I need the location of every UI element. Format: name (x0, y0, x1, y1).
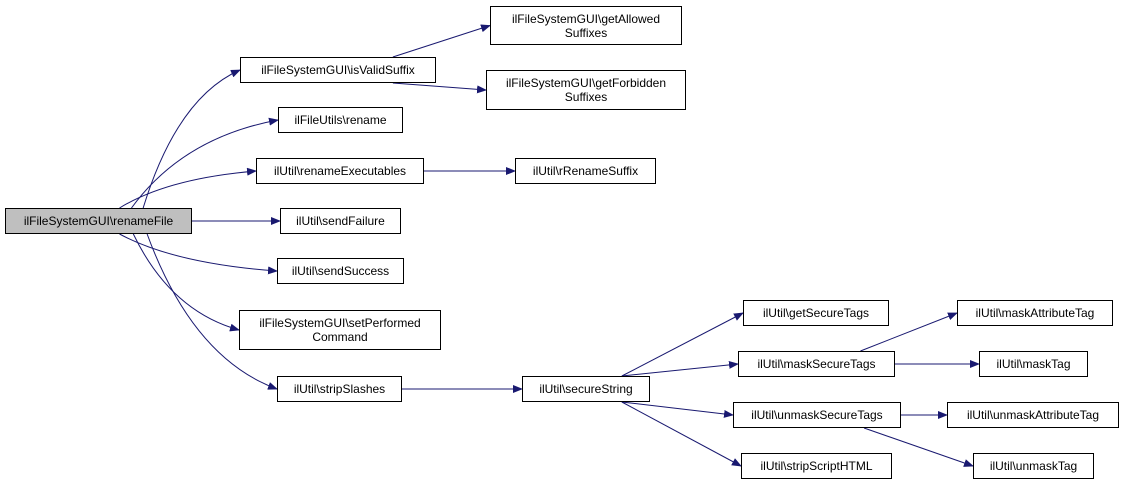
node-getForbiddenSuffixes[interactable]: ilFileSystemGUI\getForbidden Suffixes (486, 70, 686, 110)
edge-renameFile-to-sendSuccess (119, 233, 278, 275)
node-label: ilFileUtils\rename (294, 113, 387, 127)
edge-secureString-to-stripScriptHTML (621, 401, 742, 467)
node-label: ilUtil\rRenameSuffix (532, 164, 639, 178)
node-label: ilUtil\stripSlashes (293, 382, 386, 396)
edge-secureString-to-maskSecureTags (621, 360, 739, 377)
node-label: ilFileSystemGUI\renameFile (23, 214, 174, 228)
node-label: ilFileSystemGUI\getAllowed Suffixes (511, 11, 661, 40)
node-maskSecureTags[interactable]: ilUtil\maskSecureTags (738, 351, 895, 377)
node-label: ilUtil\maskTag (996, 357, 1071, 371)
node-renameExecutables[interactable]: ilUtil\renameExecutables (256, 158, 424, 184)
node-sendFailure[interactable]: ilUtil\sendFailure (280, 208, 401, 234)
edge-renameFile-to-isValidSuffix (142, 69, 241, 209)
node-renameFile: ilFileSystemGUI\renameFile (5, 208, 192, 234)
node-rename[interactable]: ilFileUtils\rename (278, 107, 403, 133)
node-sendSuccess[interactable]: ilUtil\sendSuccess (277, 258, 404, 284)
node-setPerformedCommand[interactable]: ilFileSystemGUI\setPerformed Command (239, 310, 441, 350)
node-stripScriptHTML[interactable]: ilUtil\stripScriptHTML (741, 453, 892, 479)
edge-isValidSuffix-to-getForbiddenSuffixes (392, 82, 487, 94)
node-label: ilUtil\unmaskSecureTags (751, 408, 883, 422)
node-label: ilUtil\stripScriptHTML (760, 459, 873, 473)
node-label: ilUtil\renameExecutables (273, 164, 407, 178)
node-label: ilUtil\unmaskAttributeTag (966, 408, 1100, 422)
edge-renameFile-to-rename (131, 117, 279, 209)
node-maskTag[interactable]: ilUtil\maskTag (979, 351, 1088, 377)
node-getSecureTags[interactable]: ilUtil\getSecureTags (743, 300, 889, 326)
node-unmaskTag[interactable]: ilUtil\unmaskTag (973, 453, 1094, 479)
node-label: ilFileSystemGUI\getForbidden Suffixes (505, 76, 667, 104)
node-label: ilUtil\secureString (539, 382, 633, 396)
edge-renameFile-to-setPerformedCommand (132, 233, 240, 332)
edge-secureString-to-getSecureTags (621, 312, 744, 377)
edge-renameFile-to-stripSlashes (146, 233, 278, 390)
node-maskAttributeTag[interactable]: ilUtil\maskAttributeTag (957, 300, 1113, 326)
node-getAllowedSuffixes[interactable]: ilFileSystemGUI\getAllowed Suffixes (490, 6, 682, 45)
node-rRenameSuffix[interactable]: ilUtil\rRenameSuffix (515, 158, 656, 184)
node-unmaskSecureTags[interactable]: ilUtil\unmaskSecureTags (733, 402, 901, 428)
edge-renameFile-to-renameExecutables (119, 167, 257, 209)
node-label: ilUtil\getSecureTags (762, 306, 870, 320)
node-stripSlashes[interactable]: ilUtil\stripSlashes (277, 376, 402, 402)
edge-isValidSuffix-to-getAllowedSuffixes (392, 24, 491, 58)
node-label: ilUtil\maskAttributeTag (975, 306, 1095, 320)
edge-maskSecureTags-to-maskAttributeTag (860, 312, 958, 352)
node-label: ilFileSystemGUI\isValidSuffix (261, 63, 415, 77)
node-label: ilUtil\sendSuccess (291, 264, 390, 278)
node-isValidSuffix[interactable]: ilFileSystemGUI\isValidSuffix (240, 57, 436, 83)
node-secureString[interactable]: ilUtil\secureString (522, 376, 650, 402)
edge-unmaskSecureTags-to-unmaskTag (863, 427, 974, 467)
node-label: ilUtil\maskSecureTags (757, 357, 876, 371)
edge-secureString-to-unmaskSecureTags (621, 401, 734, 418)
node-unmaskAttributeTag[interactable]: ilUtil\unmaskAttributeTag (947, 402, 1119, 428)
node-label: ilFileSystemGUI\setPerformed Command (259, 316, 421, 344)
node-label: ilUtil\unmaskTag (989, 459, 1078, 473)
node-label: ilUtil\sendFailure (296, 214, 385, 228)
